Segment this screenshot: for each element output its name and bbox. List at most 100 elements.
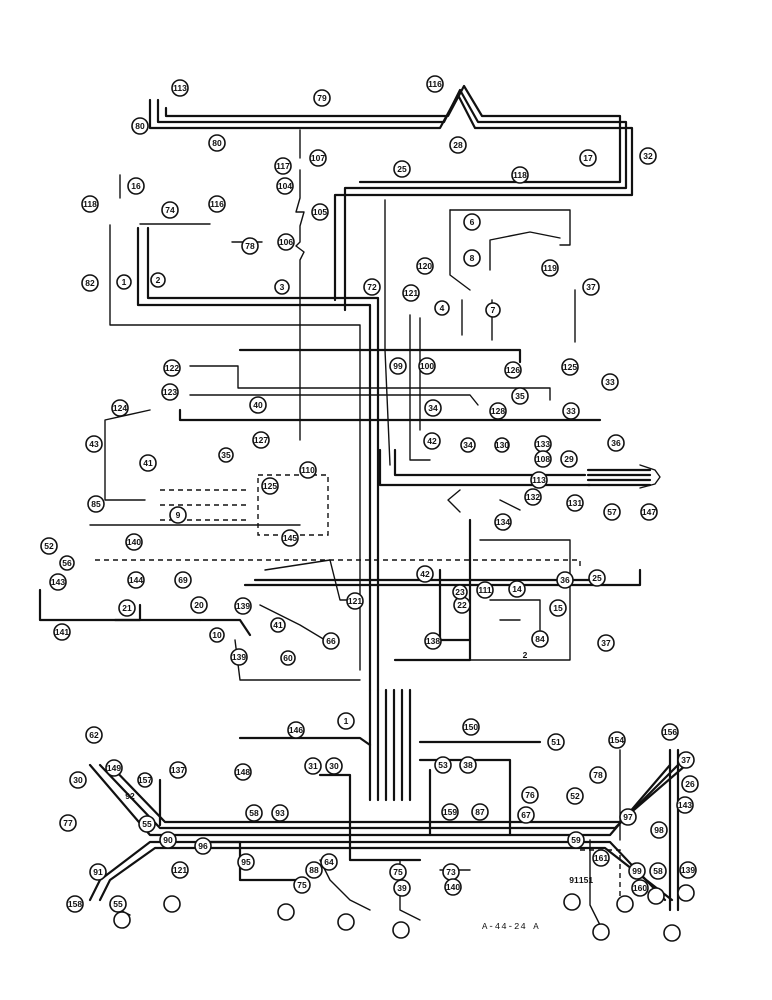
- svg-text:133: 133: [536, 439, 550, 449]
- callout: 34: [460, 437, 476, 453]
- callout: 25: [588, 569, 606, 587]
- svg-text:76: 76: [525, 790, 535, 800]
- svg-text:37: 37: [601, 638, 611, 648]
- callout: [592, 923, 610, 941]
- callout: 116: [426, 75, 444, 93]
- svg-text:91: 91: [569, 875, 579, 885]
- callout: 150: [462, 718, 480, 736]
- callout: 82: [81, 274, 99, 292]
- svg-text:33: 33: [566, 406, 576, 416]
- callout: 23: [452, 584, 468, 600]
- svg-text:23: 23: [455, 587, 465, 597]
- svg-text:100: 100: [420, 361, 434, 371]
- svg-text:125: 125: [263, 481, 277, 491]
- callout: 60: [280, 650, 296, 666]
- callout: 55: [138, 815, 156, 833]
- callout: 33: [562, 402, 580, 420]
- callout: 1: [337, 712, 355, 730]
- callout: 35: [511, 387, 529, 405]
- svg-text:35: 35: [221, 450, 231, 460]
- svg-text:90: 90: [163, 835, 173, 845]
- svg-text:42: 42: [420, 569, 430, 579]
- callout: 52: [40, 537, 58, 555]
- svg-text:29: 29: [564, 454, 574, 464]
- callout: 133: [534, 435, 552, 453]
- callout: 84: [531, 630, 549, 648]
- callout: 131: [566, 494, 584, 512]
- svg-text:118: 118: [83, 199, 97, 209]
- svg-text:78: 78: [245, 241, 255, 251]
- callout: 56: [59, 555, 75, 571]
- callout: 143: [49, 573, 67, 591]
- svg-text:116: 116: [428, 79, 442, 89]
- svg-text:75: 75: [393, 867, 403, 877]
- svg-text:26: 26: [685, 779, 695, 789]
- callout: 75: [293, 876, 311, 894]
- callout: 21: [118, 599, 136, 617]
- callout: 88: [305, 861, 323, 879]
- svg-text:20: 20: [194, 600, 204, 610]
- svg-text:7: 7: [491, 305, 496, 315]
- callout: 140: [444, 878, 462, 896]
- callout: 154: [608, 731, 626, 749]
- callout: 31: [304, 757, 322, 775]
- callout: 66: [322, 632, 340, 650]
- svg-text:75: 75: [297, 880, 307, 890]
- svg-text:151: 151: [579, 875, 593, 885]
- svg-text:144: 144: [129, 575, 143, 585]
- callout: 58: [245, 804, 263, 822]
- callout: 90: [159, 831, 177, 849]
- callout: [337, 913, 355, 931]
- svg-text:8: 8: [470, 253, 475, 263]
- svg-text:1: 1: [344, 716, 349, 726]
- callout: [163, 895, 181, 913]
- svg-text:4: 4: [440, 303, 445, 313]
- svg-text:121: 121: [348, 596, 362, 606]
- svg-text:107: 107: [311, 153, 325, 163]
- svg-text:143: 143: [51, 577, 65, 587]
- callout: 125: [561, 358, 579, 376]
- svg-text:120: 120: [418, 261, 432, 271]
- svg-text:64: 64: [324, 857, 334, 867]
- svg-text:108: 108: [536, 454, 550, 464]
- svg-text:145: 145: [283, 533, 297, 543]
- svg-text:78: 78: [593, 770, 603, 780]
- callout: 7: [485, 302, 501, 318]
- svg-text:88: 88: [309, 865, 319, 875]
- svg-text:146: 146: [289, 725, 303, 735]
- callout: [563, 893, 581, 911]
- svg-text:95: 95: [241, 857, 251, 867]
- svg-text:87: 87: [475, 807, 485, 817]
- callout: [277, 903, 295, 921]
- callout: 36: [607, 434, 625, 452]
- svg-text:131: 131: [568, 498, 582, 508]
- callout: 32: [639, 147, 657, 165]
- svg-text:16: 16: [131, 181, 141, 191]
- callout: 111: [476, 581, 494, 599]
- callout: 36: [556, 571, 574, 589]
- svg-text:156: 156: [663, 727, 677, 737]
- svg-text:2: 2: [156, 275, 161, 285]
- svg-text:56: 56: [62, 558, 72, 568]
- callout: 160: [631, 879, 649, 897]
- svg-text:113: 113: [173, 83, 187, 93]
- callout: 104: [276, 177, 294, 195]
- callout: 42: [423, 432, 441, 450]
- svg-text:57: 57: [607, 507, 617, 517]
- callout: 113: [530, 471, 548, 489]
- callout: 128: [489, 402, 507, 420]
- callout: 62: [85, 726, 103, 744]
- svg-text:73: 73: [446, 867, 456, 877]
- callout: 149: [105, 759, 123, 777]
- callout: 85: [87, 495, 105, 513]
- svg-text:85: 85: [91, 499, 101, 509]
- callout: 34: [424, 399, 442, 417]
- svg-text:67: 67: [521, 810, 531, 820]
- svg-text:148: 148: [236, 767, 250, 777]
- callout: [392, 921, 410, 939]
- callout: 33: [601, 373, 619, 391]
- callout: 139: [230, 648, 248, 666]
- svg-text:111: 111: [478, 585, 492, 595]
- svg-text:161: 161: [594, 853, 608, 863]
- callout: 6: [463, 213, 481, 231]
